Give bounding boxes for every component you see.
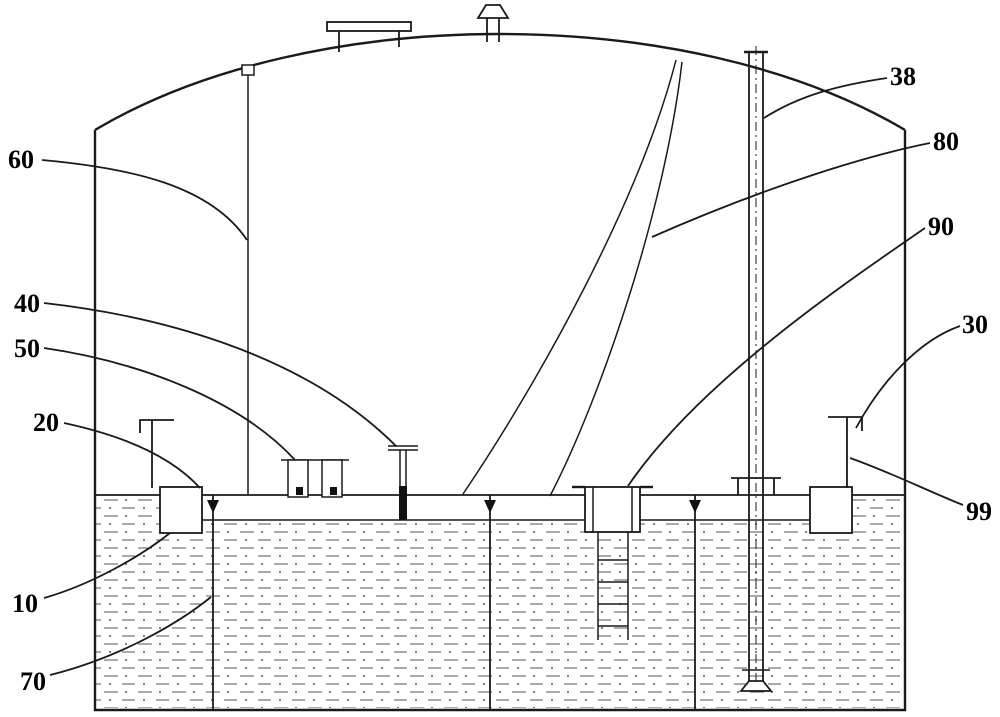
- gauge-line: [241, 64, 255, 494]
- stored-liquid: [96, 497, 904, 708]
- floating-deck: [96, 486, 904, 534]
- leader-38: [763, 77, 888, 119]
- label-80: 80: [933, 127, 959, 156]
- reference-numerals: 60 38 80 90 30 40 50 20 99 10 70: [8, 62, 992, 696]
- label-30: 30: [962, 310, 988, 339]
- rim-bracket-left: [139, 419, 174, 488]
- guide-pole: [731, 46, 781, 692]
- deck-posts: [281, 459, 349, 498]
- label-10: 10: [12, 589, 38, 618]
- deck-edge-right: [809, 486, 853, 534]
- label-20: 20: [33, 408, 59, 437]
- label-38: 38: [890, 62, 916, 91]
- tank-shell: [93, 32, 907, 712]
- center-well: [572, 485, 653, 533]
- label-50: 50: [14, 334, 40, 363]
- support-legs: [207, 495, 701, 709]
- leader-90: [627, 227, 926, 487]
- label-70: 70: [20, 667, 46, 696]
- leader-99: [849, 457, 964, 506]
- well-ladder: [597, 532, 629, 640]
- leader-40: [43, 302, 397, 447]
- leader-80: [651, 142, 931, 238]
- label-40: 40: [14, 289, 40, 318]
- gauge-rod: [388, 445, 418, 520]
- leader-70: [49, 596, 212, 676]
- label-90: 90: [928, 212, 954, 241]
- deck-edge-left: [159, 486, 203, 534]
- flex-hose: [462, 59, 683, 497]
- leader-10: [43, 532, 171, 599]
- leader-30: [855, 325, 961, 429]
- label-99: 99: [966, 497, 992, 526]
- dome-roof: [94, 32, 906, 132]
- leader-20: [63, 422, 201, 489]
- roof-nozzle: [326, 21, 412, 52]
- pipe-foot: [739, 680, 773, 692]
- leader-60: [41, 159, 248, 241]
- leader-lines: [41, 77, 964, 676]
- vent-cap: [476, 4, 510, 42]
- label-60: 60: [8, 145, 34, 174]
- leader-50: [43, 347, 296, 461]
